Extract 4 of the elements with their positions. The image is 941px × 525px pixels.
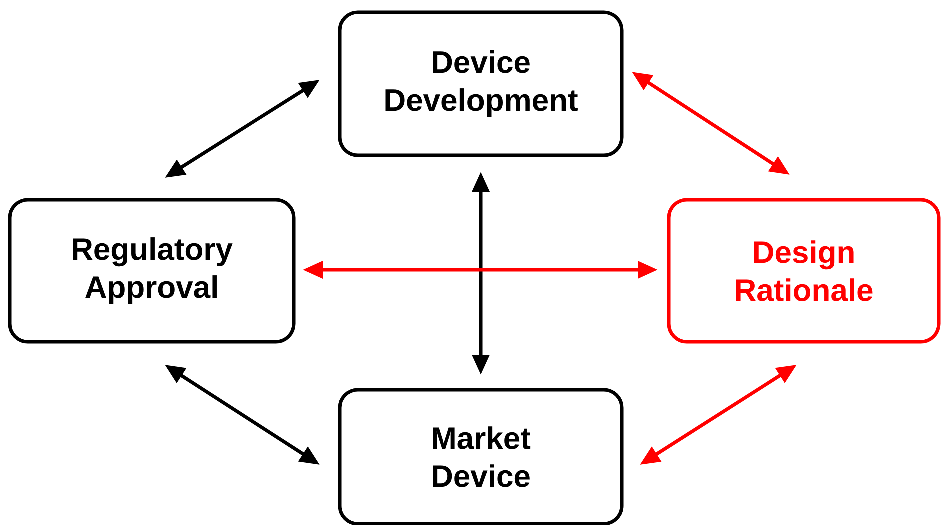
process-box: Market Device <box>338 388 624 525</box>
process-box: Regulatory Approval <box>8 198 296 344</box>
process-box: Design Rationale <box>667 198 941 344</box>
process-box: Device Development <box>338 10 624 158</box>
